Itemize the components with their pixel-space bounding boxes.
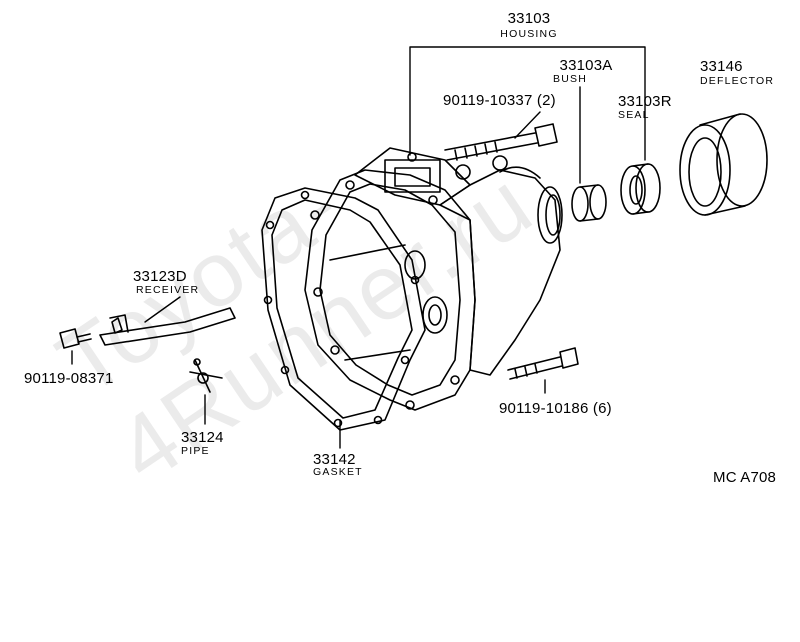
receiver-number: 33123D [133, 268, 187, 285]
receiver-name: RECEIVER [136, 284, 200, 296]
seal-shape [620, 163, 661, 215]
housing-name: HOUSING [500, 28, 558, 40]
bush-shape [571, 184, 607, 222]
bush-number: 33103A [559, 57, 613, 74]
bolt-left-shape [59, 328, 92, 349]
diagram-code: MC A708 [713, 469, 777, 486]
gasket-shape [261, 187, 426, 431]
seal-name: SEAL [618, 109, 650, 121]
gasket-number: 33142 [313, 451, 356, 468]
deflector-number: 33146 [700, 58, 743, 75]
pipe-name: PIPE [181, 445, 210, 457]
gasket-name: GASKET [313, 466, 363, 478]
seal-number: 33103R [618, 93, 672, 110]
housing-shape [304, 147, 563, 411]
leader-lines [71, 46, 646, 449]
housing-number: 33103 [507, 10, 551, 27]
bush-name: BUSH [553, 73, 587, 85]
deflector-shape [679, 113, 768, 216]
receiver-shape [99, 307, 236, 346]
pipe-number: 33124 [181, 429, 224, 446]
bolt-left-number: 90119-08371 [24, 370, 114, 387]
bolt-bottom-shape [507, 347, 579, 380]
deflector-name: DEFLECTOR [700, 75, 775, 87]
bolt-bottom-number: 90119-10186 (6) [499, 400, 612, 417]
pipe-shape [189, 358, 223, 393]
bolt-top-shape [444, 123, 558, 161]
bolt-top-number: 90119-10337 (2) [443, 92, 556, 109]
